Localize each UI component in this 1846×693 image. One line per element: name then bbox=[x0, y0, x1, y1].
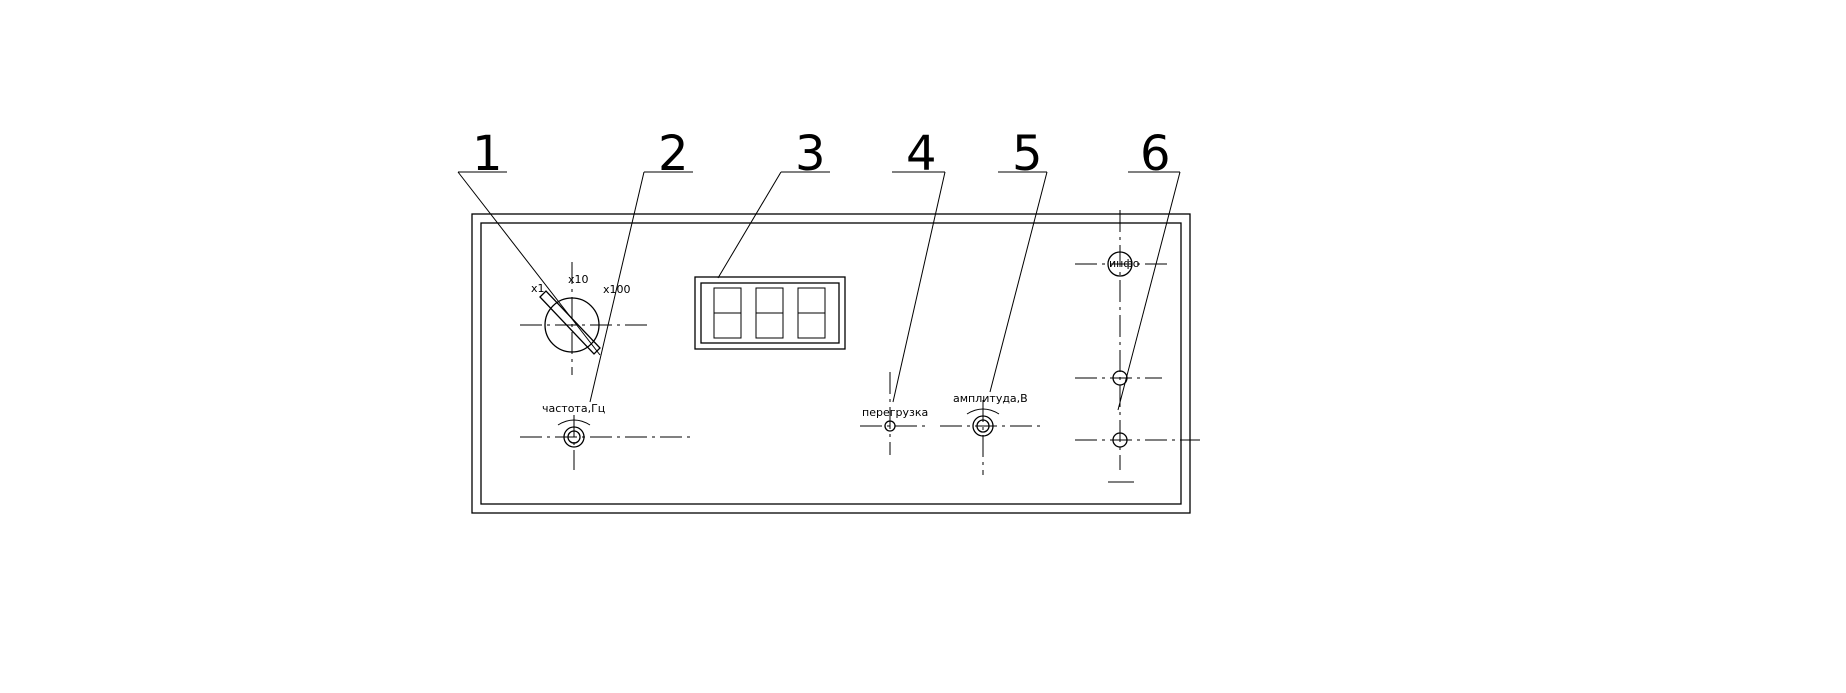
callout-5: 5 bbox=[989, 126, 1048, 393]
connector-upper[interactable] bbox=[1075, 370, 1162, 386]
svg-text:3: 3 bbox=[795, 126, 826, 182]
callout-2: 2 bbox=[589, 126, 693, 403]
digit-1 bbox=[713, 287, 742, 339]
panel-inner-frame bbox=[480, 222, 1182, 505]
callout-4: 4 bbox=[892, 126, 946, 403]
connector-lower[interactable] bbox=[1075, 432, 1200, 448]
switch-pointer-icon bbox=[539, 290, 601, 355]
overload-label: перегрузка bbox=[862, 406, 928, 419]
amplitude-label: амплитуда,В bbox=[953, 392, 1028, 405]
switch-label-x1: x1 bbox=[531, 282, 545, 295]
info-button[interactable] bbox=[1075, 251, 1170, 277]
callout-6: 6 bbox=[1117, 126, 1181, 411]
amplitude-knob[interactable] bbox=[940, 400, 1045, 475]
svg-text:2: 2 bbox=[658, 126, 689, 182]
svg-text:4: 4 bbox=[906, 126, 937, 182]
digit-3 bbox=[797, 287, 826, 339]
switch-label-x100: x100 bbox=[603, 283, 631, 296]
frequency-knob[interactable] bbox=[520, 415, 695, 470]
svg-text:5: 5 bbox=[1012, 126, 1043, 182]
range-switch[interactable] bbox=[520, 262, 650, 375]
callout-1: 1 bbox=[457, 126, 601, 356]
callout-3: 3 bbox=[717, 126, 830, 279]
overload-indicator bbox=[860, 372, 925, 455]
svg-text:6: 6 bbox=[1140, 126, 1171, 182]
digital-display bbox=[694, 276, 846, 350]
switch-label-x10: x10 bbox=[568, 273, 589, 286]
panel-outer-frame bbox=[471, 213, 1191, 514]
frequency-label: частота,Гц bbox=[542, 402, 605, 415]
svg-text:1: 1 bbox=[472, 126, 503, 182]
digit-2 bbox=[755, 287, 784, 339]
info-label: инфо bbox=[1109, 257, 1140, 270]
